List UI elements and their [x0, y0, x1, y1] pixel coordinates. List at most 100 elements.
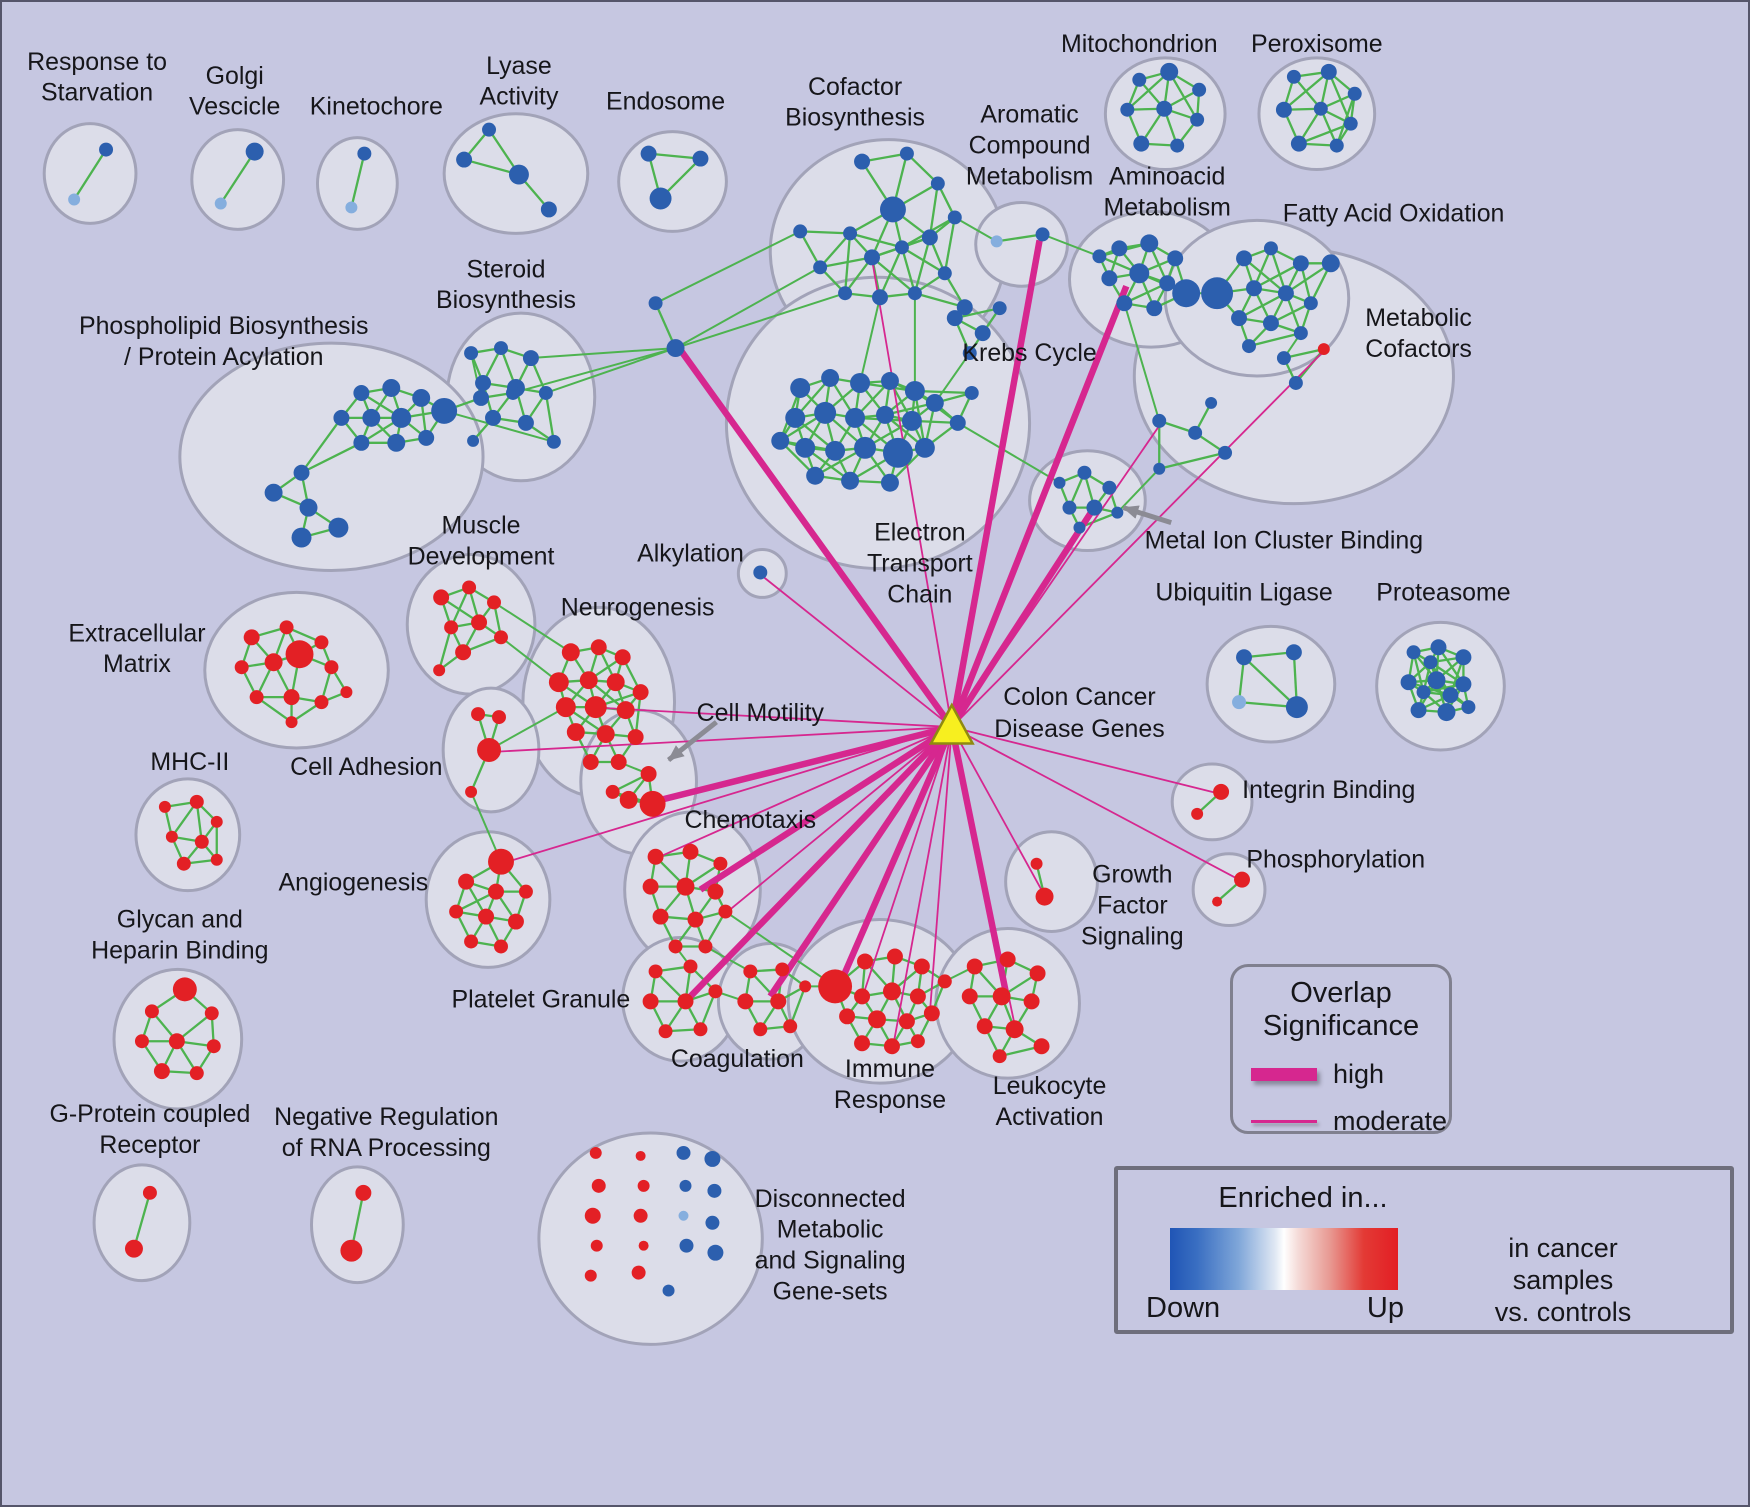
gene-set-node[interactable]: [1455, 649, 1472, 666]
gene-set-node[interactable]: [431, 397, 458, 424]
gene-set-node[interactable]: [357, 146, 372, 161]
gene-set-node[interactable]: [584, 1269, 597, 1282]
gene-set-node[interactable]: [462, 580, 477, 595]
gene-set-node[interactable]: [1033, 1038, 1050, 1055]
gene-set-node[interactable]: [538, 385, 553, 400]
gene-set-node[interactable]: [1092, 249, 1107, 264]
gene-set-node[interactable]: [793, 224, 808, 239]
gene-set-node[interactable]: [961, 988, 978, 1005]
gene-set-node[interactable]: [753, 565, 768, 580]
gene-set-node[interactable]: [616, 701, 635, 720]
gene-set-node[interactable]: [676, 1145, 691, 1160]
gene-set-node[interactable]: [783, 1019, 798, 1034]
gene-set-node[interactable]: [1276, 351, 1291, 366]
gene-set-node[interactable]: [875, 405, 894, 424]
gene-set-node[interactable]: [850, 373, 871, 393]
gene-set-node[interactable]: [444, 620, 459, 635]
gene-set-node[interactable]: [1062, 500, 1077, 515]
gene-set-node[interactable]: [1288, 376, 1303, 390]
gene-set-node[interactable]: [679, 1179, 692, 1192]
gene-set-node[interactable]: [649, 187, 672, 210]
gene-set-node[interactable]: [678, 1210, 689, 1221]
gene-set-node[interactable]: [590, 639, 607, 656]
gene-set-node[interactable]: [1133, 135, 1150, 152]
gene-set-node[interactable]: [992, 1049, 1007, 1064]
gene-set-node[interactable]: [299, 498, 318, 517]
gene-set-node[interactable]: [845, 407, 866, 428]
gene-set-node[interactable]: [579, 671, 598, 690]
gene-set-node[interactable]: [904, 380, 925, 401]
gene-set-node[interactable]: [1213, 783, 1230, 800]
gene-set-node[interactable]: [234, 660, 249, 675]
gene-set-node[interactable]: [648, 964, 663, 979]
gene-set-node[interactable]: [464, 346, 479, 361]
gene-set-node[interactable]: [345, 201, 358, 214]
gene-set-node[interactable]: [1170, 138, 1185, 153]
gene-set-node[interactable]: [1455, 676, 1472, 693]
gene-set-node[interactable]: [353, 384, 370, 401]
gene-set-node[interactable]: [194, 834, 209, 849]
gene-set-node[interactable]: [204, 1006, 219, 1021]
gene-set-node[interactable]: [1167, 250, 1184, 267]
gene-set-node[interactable]: [1172, 279, 1201, 308]
gene-set-node[interactable]: [1400, 674, 1417, 691]
gene-set-node[interactable]: [1111, 506, 1124, 519]
gene-set-node[interactable]: [467, 434, 480, 447]
gene-set-node[interactable]: [937, 266, 952, 281]
gene-set-node[interactable]: [1442, 687, 1459, 704]
gene-set-node[interactable]: [640, 765, 657, 782]
gene-set-node[interactable]: [1313, 101, 1328, 116]
gene-set-node[interactable]: [1212, 896, 1223, 907]
gene-set-node[interactable]: [1461, 700, 1476, 715]
gene-set-node[interactable]: [507, 913, 524, 930]
gene-set-node[interactable]: [854, 153, 871, 170]
gene-set-node[interactable]: [590, 1239, 603, 1252]
gene-set-node[interactable]: [582, 753, 599, 770]
gene-set-node[interactable]: [340, 686, 353, 699]
gene-set-node[interactable]: [925, 393, 944, 412]
gene-set-node[interactable]: [433, 664, 446, 677]
gene-set-node[interactable]: [658, 1024, 673, 1039]
gene-set-node[interactable]: [966, 958, 983, 975]
gene-set-node[interactable]: [707, 883, 724, 900]
gene-set-node[interactable]: [606, 673, 625, 692]
gene-set-node[interactable]: [566, 723, 585, 742]
gene-set-node[interactable]: [455, 644, 472, 661]
gene-set-node[interactable]: [679, 1238, 694, 1253]
gene-set-node[interactable]: [206, 1039, 221, 1054]
gene-set-node[interactable]: [391, 407, 412, 428]
gene-set-node[interactable]: [635, 1150, 646, 1161]
gene-set-node[interactable]: [485, 409, 501, 426]
gene-set-node[interactable]: [478, 908, 495, 925]
gene-set-node[interactable]: [770, 993, 787, 1010]
gene-set-node[interactable]: [591, 1178, 606, 1193]
gene-set-node[interactable]: [907, 286, 922, 301]
gene-set-node[interactable]: [666, 339, 685, 358]
gene-set-node[interactable]: [642, 993, 659, 1010]
gene-set-node[interactable]: [825, 440, 846, 461]
gene-set-node[interactable]: [456, 151, 473, 168]
gene-set-node[interactable]: [1116, 295, 1133, 312]
gene-set-node[interactable]: [1343, 116, 1358, 131]
gene-set-node[interactable]: [353, 434, 370, 451]
gene-set-node[interactable]: [632, 684, 649, 701]
gene-set-node[interactable]: [210, 815, 223, 828]
gene-set-node[interactable]: [1293, 326, 1308, 341]
gene-set-node[interactable]: [324, 660, 339, 675]
gene-set-node[interactable]: [946, 310, 963, 327]
gene-set-node[interactable]: [843, 226, 858, 241]
gene-set-node[interactable]: [1286, 69, 1301, 84]
gene-set-node[interactable]: [949, 414, 966, 431]
gene-set-node[interactable]: [142, 1185, 157, 1200]
gene-set-node[interactable]: [841, 471, 860, 490]
gene-set-node[interactable]: [718, 904, 733, 919]
gene-set-node[interactable]: [964, 385, 979, 400]
gene-set-node[interactable]: [930, 176, 945, 191]
gene-set-node[interactable]: [1190, 112, 1205, 127]
gene-set-node[interactable]: [387, 433, 406, 452]
gene-set-node[interactable]: [799, 980, 812, 993]
gene-set-node[interactable]: [291, 527, 312, 548]
gene-set-node[interactable]: [1192, 82, 1207, 97]
gene-set-node[interactable]: [540, 201, 557, 218]
gene-set-node[interactable]: [1236, 250, 1252, 267]
